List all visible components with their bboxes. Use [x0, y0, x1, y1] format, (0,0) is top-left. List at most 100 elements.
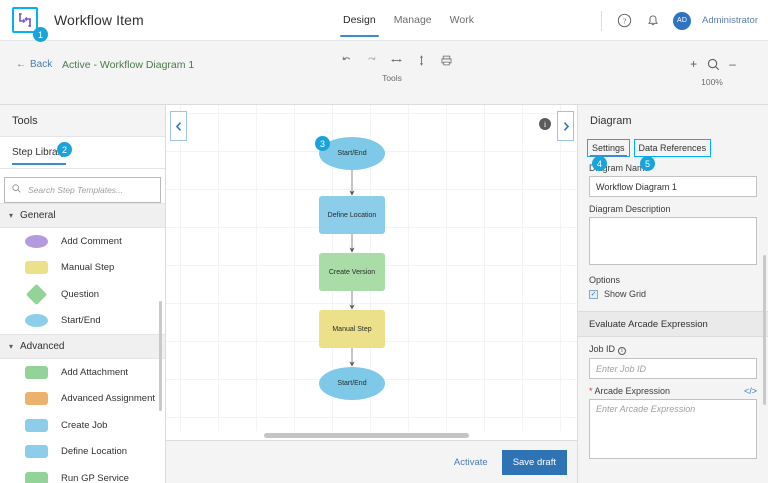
- zoom-in-button[interactable]: +: [690, 57, 698, 71]
- options-group: Options ✓ Show Grid: [578, 275, 768, 299]
- flow-node-start-end-top[interactable]: Start/End: [319, 137, 385, 170]
- list-item[interactable]: Add Comment: [0, 228, 165, 255]
- flow-node-start-end-bottom[interactable]: Start/End: [319, 367, 385, 400]
- list-item[interactable]: Advanced Assignment: [0, 386, 165, 413]
- diagram-description-textarea[interactable]: [589, 217, 757, 265]
- flow-node-manual-step[interactable]: Manual Step: [319, 310, 385, 348]
- search-input[interactable]: [28, 185, 154, 195]
- tab-manage[interactable]: Manage: [393, 14, 432, 26]
- diagram-name-field-group: Diagram Name: [578, 163, 768, 197]
- zoom-out-button[interactable]: –: [729, 57, 736, 71]
- step-swatch: [25, 445, 48, 459]
- workflow-logo-glyph: [19, 13, 31, 27]
- group-header-advanced[interactable]: ▾ Advanced: [0, 334, 165, 359]
- page-title: Workflow Item: [54, 12, 144, 28]
- magnifier-icon[interactable]: [704, 55, 722, 73]
- help-circle-icon[interactable]: ?: [615, 12, 633, 30]
- step-label: Run GP Service: [61, 472, 129, 483]
- list-item[interactable]: Question: [0, 281, 165, 308]
- rpanel-title: Diagram: [578, 105, 768, 137]
- tab-data-references[interactable]: Data References: [633, 139, 712, 157]
- bell-icon[interactable]: [644, 12, 662, 30]
- flow-node-create-version[interactable]: Create Version: [319, 253, 385, 291]
- collapse-left-panel-button[interactable]: [170, 111, 187, 141]
- tools-group: Tools: [340, 53, 453, 83]
- diagram-status-title: Active - Workflow Diagram 1: [62, 59, 195, 71]
- list-item[interactable]: Add Attachment: [0, 359, 165, 386]
- tab-work[interactable]: Work: [449, 14, 474, 26]
- step-swatch: [25, 471, 48, 483]
- list-item[interactable]: Manual Step: [0, 255, 165, 282]
- diagram-canvas-area: i Start/End Define Location Create Versi: [166, 105, 577, 483]
- show-grid-checkbox[interactable]: ✓: [589, 289, 598, 299]
- flow-node-define-location[interactable]: Define Location: [319, 196, 385, 234]
- info-icon[interactable]: i: [618, 347, 627, 355]
- tab-settings[interactable]: Settings: [587, 139, 630, 157]
- chevron-right-icon: [563, 121, 569, 131]
- redo-icon[interactable]: [365, 53, 378, 67]
- info-icon[interactable]: i: [539, 118, 551, 130]
- step-swatch: [25, 314, 48, 328]
- zoom-level: 100%: [701, 77, 723, 87]
- show-grid-label: Show Grid: [604, 289, 647, 299]
- list-item[interactable]: Run GP Service: [0, 465, 165, 483]
- step-swatch: [25, 261, 48, 275]
- group-label-advanced: Advanced: [20, 341, 65, 352]
- search-step-templates[interactable]: [4, 177, 161, 203]
- rpanel-scrollbar[interactable]: [763, 255, 766, 405]
- step-label: Define Location: [61, 446, 128, 458]
- sidebar-scrollbar[interactable]: [159, 301, 162, 411]
- back-label: Back: [30, 59, 53, 70]
- list-item[interactable]: Start/End: [0, 308, 165, 335]
- show-grid-row[interactable]: ✓ Show Grid: [589, 289, 757, 299]
- arcade-section-header: Evaluate Arcade Expression: [578, 311, 768, 337]
- callout-1: 1: [33, 27, 48, 42]
- workflow-logo-icon[interactable]: [12, 7, 38, 33]
- tools-label: Tools: [382, 73, 402, 83]
- diagram-properties-panel: Diagram Settings Data References Diagram…: [577, 105, 768, 483]
- callout-5: 5: [640, 156, 655, 171]
- avatar[interactable]: AD: [673, 11, 692, 30]
- diagram-canvas[interactable]: i Start/End Define Location Create Versi: [166, 105, 577, 440]
- required-indicator: *: [589, 386, 593, 396]
- user-name[interactable]: Administrator: [702, 15, 758, 26]
- diagram-description-label: Diagram Description: [589, 204, 671, 214]
- scrollbar-thumb[interactable]: [264, 433, 469, 438]
- sidebar-tabbar: Step Library: [0, 137, 165, 169]
- check-icon: ✓: [590, 290, 597, 298]
- job-id-input[interactable]: [589, 358, 757, 379]
- chevron-down-icon: ▾: [9, 211, 14, 220]
- collapse-right-panel-button[interactable]: [557, 111, 574, 141]
- list-item[interactable]: Define Location: [0, 439, 165, 466]
- save-draft-button[interactable]: Save draft: [501, 449, 567, 475]
- activate-button[interactable]: Activate: [453, 456, 488, 468]
- flip-horizontal-icon[interactable]: [390, 53, 403, 67]
- back-button[interactable]: ←Back: [16, 59, 52, 70]
- step-swatch: [25, 365, 48, 379]
- step-label: Manual Step: [61, 262, 115, 274]
- callout-4: 4: [592, 156, 607, 171]
- chevron-down-icon: ▾: [9, 342, 14, 351]
- options-label: Options: [589, 275, 621, 285]
- step-swatch: [25, 392, 48, 406]
- arcade-expression-textarea[interactable]: [589, 399, 757, 459]
- code-brackets-icon[interactable]: </>: [743, 386, 757, 396]
- main-nav-tabs: Design Manage Work: [340, 0, 476, 41]
- tab-step-library[interactable]: Step Library: [12, 140, 66, 165]
- flip-vertical-icon[interactable]: [415, 53, 428, 67]
- arcade-label: *Arcade Expression: [589, 386, 670, 396]
- arcade-label-row: *Arcade Expression </>: [589, 386, 757, 396]
- print-icon[interactable]: [440, 53, 453, 67]
- app-header: Workflow Item Design Manage Work ? AD Ad…: [0, 0, 768, 41]
- step-list-advanced: Add Attachment Advanced Assignment Creat…: [0, 359, 165, 483]
- diagram-name-input[interactable]: [589, 176, 757, 197]
- list-item[interactable]: Create Job: [0, 412, 165, 439]
- group-header-general[interactable]: ▾ General: [0, 203, 165, 228]
- diagram-name-label: Diagram Name: [589, 163, 650, 173]
- canvas-horizontal-scrollbar[interactable]: [166, 431, 577, 440]
- callout-3: 3: [315, 136, 330, 151]
- undo-icon[interactable]: [340, 53, 353, 67]
- tab-design[interactable]: Design: [340, 2, 379, 39]
- search-icon: [11, 183, 22, 197]
